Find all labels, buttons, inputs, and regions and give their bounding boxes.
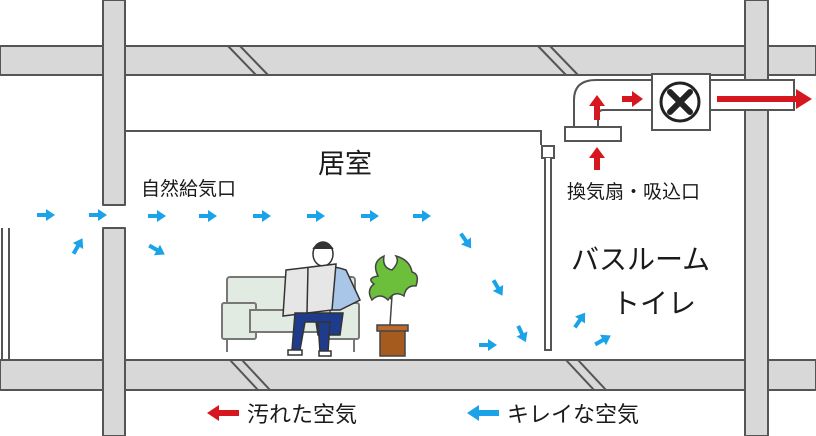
clean-air-arrow — [488, 277, 508, 299]
room-ceiling-line — [125, 130, 542, 145]
exterior-wall-thin — [1, 228, 10, 360]
legend-clean-arrow-icon — [467, 405, 499, 421]
clean-air-arrow — [148, 210, 166, 222]
clean-air-arrow — [569, 309, 591, 331]
legend-clean-air: キレイな空気 — [465, 397, 639, 429]
clean-air-arrow — [146, 240, 168, 260]
fan-inlet-label: 換気扇・吸込口 — [567, 181, 701, 203]
ceiling-slab — [0, 45, 816, 76]
clean-air-arrow — [455, 230, 477, 252]
clean-air-arrow — [37, 209, 55, 221]
dirty-air-arrow — [717, 89, 812, 109]
dirty-air-arrow — [622, 91, 643, 107]
potted-plant-illustration — [368, 254, 419, 357]
legend-dirty-air-label: 汚れた空気 — [247, 403, 358, 428]
room-label: 居室 — [318, 149, 372, 180]
clean-air-arrow — [89, 209, 107, 221]
clean-air-arrow — [413, 210, 431, 222]
clean-air-arrow — [253, 210, 271, 222]
bathroom-partition — [541, 145, 555, 351]
clean-air-arrow — [592, 330, 614, 350]
left-column-upper — [102, 0, 126, 206]
clean-air-arrow — [68, 235, 88, 257]
natural-air-inlet-label: 自然給気口 — [141, 178, 237, 200]
slab-break-marks — [227, 45, 607, 391]
clean-air-arrow — [199, 210, 217, 222]
clean-air-arrow — [512, 323, 532, 345]
legend-dirty-air: 汚れた空気 — [205, 397, 357, 429]
bathroom-label: バスルーム — [571, 243, 711, 276]
fan-icon — [659, 81, 701, 123]
clean-air-arrow — [361, 210, 379, 222]
dirty-air-arrow — [589, 147, 605, 170]
dirty-air-arrows — [589, 89, 812, 170]
legend-clean-air-label: キレイな空気 — [507, 403, 640, 428]
legend-dirty-arrow-icon — [207, 405, 239, 421]
floor-slab — [0, 359, 816, 391]
dirty-air-arrow — [589, 95, 605, 120]
clean-air-arrow — [479, 339, 497, 351]
left-column-lower — [102, 227, 126, 436]
toilet-label: トイレ — [612, 287, 697, 320]
person-reading-illustration — [282, 241, 361, 357]
clean-air-arrow — [307, 210, 325, 222]
